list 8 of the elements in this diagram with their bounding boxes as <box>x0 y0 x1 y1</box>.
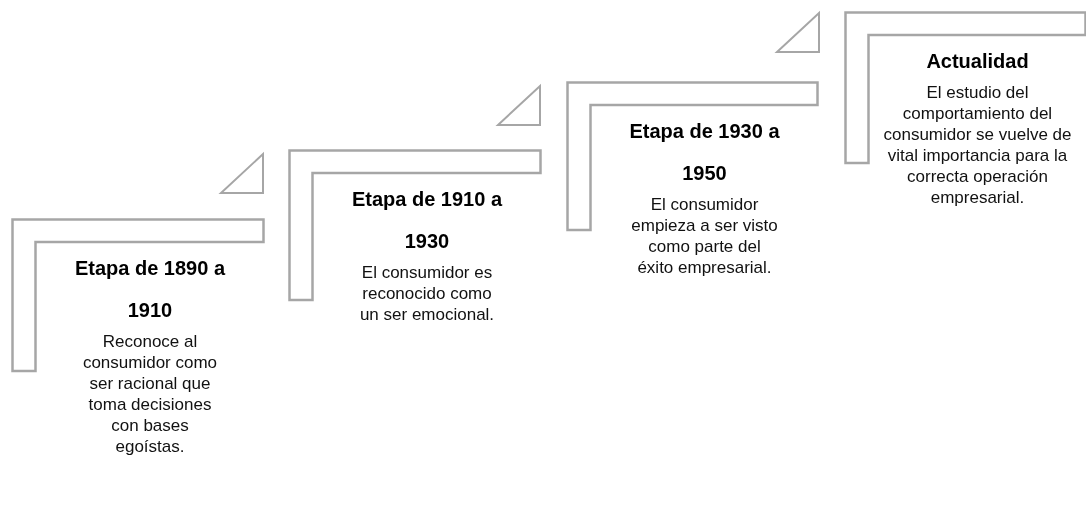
step-heading: Actualidad <box>926 49 1029 74</box>
step-description: El estudio del comportamiento del consumidor se vuelve de vital importancia para la correcta operación empresarial. <box>882 82 1073 208</box>
step-heading: Etapa de 1890 a 1910 <box>73 256 227 323</box>
step-description: Reconoce al consumidor como ser racional que toma decisiones con bases egoístas. <box>81 331 219 457</box>
step-description: El consumidor empieza a ser visto como parte del éxito empresarial. <box>630 194 779 278</box>
step-description: El consumidor es reconocido como un ser emocional. <box>358 262 496 325</box>
step-heading: Etapa de 1930 a 1950 <box>628 119 781 186</box>
step-heading: Etapa de 1910 a 1930 <box>350 187 504 254</box>
